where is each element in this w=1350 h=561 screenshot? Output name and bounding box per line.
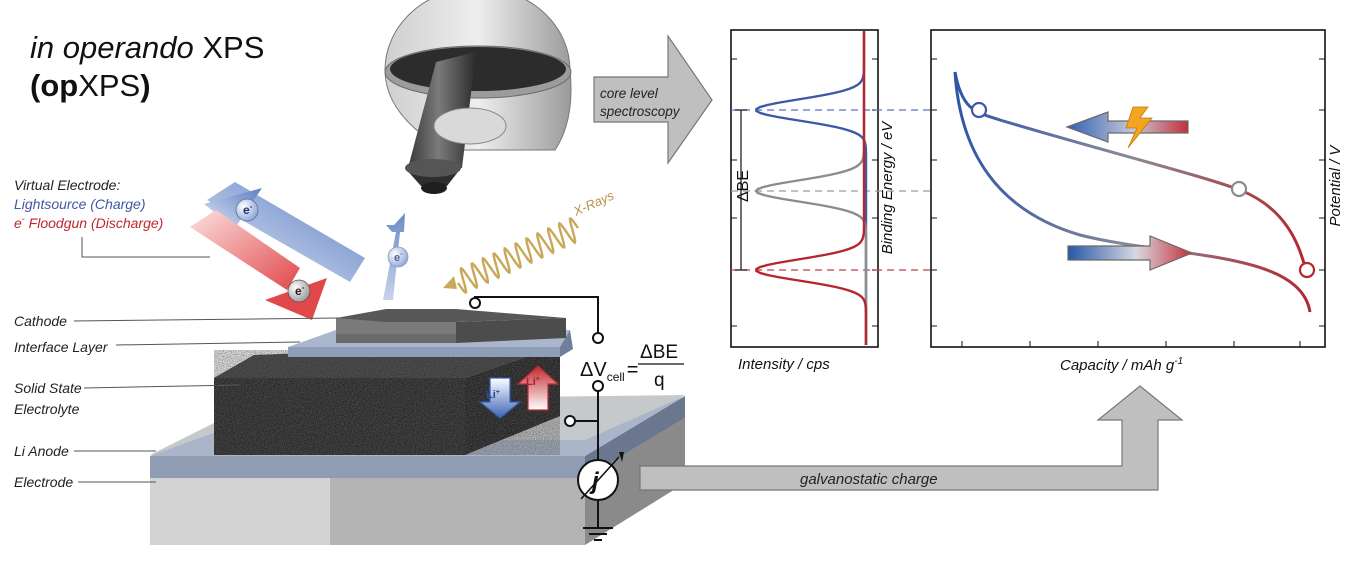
potential-frame — [930, 29, 1326, 348]
circuit-terminal-anode — [564, 415, 576, 427]
circuit-terminal-mid — [592, 380, 604, 392]
potential-xlabel: Capacity / mAh g-1 — [1060, 356, 1183, 374]
electron-lightsource: e- — [235, 198, 259, 222]
galvanostatic-label: galvanostatic charge — [800, 471, 938, 488]
core-level-arrow: core level spectroscopy — [593, 34, 713, 165]
cathode-label: Cathode — [14, 313, 67, 329]
virtual-electrode-leader — [81, 237, 210, 258]
svg-text:q: q — [654, 370, 665, 391]
lightning-icon — [1125, 106, 1153, 149]
circuit-terminal-cathode — [469, 297, 481, 309]
interface-label: Interface Layer — [14, 339, 109, 355]
virtual-electrode-heading: Virtual Electrode: — [14, 177, 120, 193]
discharge-direction-arrow — [1067, 235, 1194, 271]
spectrum-panel: ΔBE Intensity / cps Binding Energy / eV — [730, 29, 1310, 373]
floodgun-label: e- Floodgun (Discharge) — [14, 214, 163, 231]
circuit-terminal-top — [592, 332, 604, 344]
anode-label: Li Anode — [14, 443, 69, 459]
cell-equation: ΔVcell= ΔBE q — [580, 342, 684, 391]
potential-panel: Capacity / mAh g-1 Potential / V — [930, 29, 1344, 374]
spectrum-xlabel: Intensity / cps — [738, 356, 830, 373]
svg-text:Li+: Li+ — [526, 376, 540, 388]
state-point-gray — [1230, 180, 1248, 198]
electrode-label: Electrode — [14, 474, 73, 490]
ammeter: j — [577, 452, 624, 501]
svg-text:ΔBE: ΔBE — [640, 342, 678, 363]
spectrum-red — [755, 31, 868, 345]
li-ion-down-arrow: Li+ — [478, 377, 522, 419]
svg-text:e-: e- — [295, 283, 305, 298]
delta-be-label: ΔBE — [735, 170, 752, 202]
core-level-label-2: spectroscopy — [600, 104, 681, 119]
discharge-curve — [953, 71, 1312, 313]
electron-analyzer — [384, 0, 572, 194]
spectrum-frame — [730, 29, 879, 348]
potential-ylabel: Potential / V — [1327, 144, 1344, 227]
xrays-label: X-Rays — [570, 187, 616, 219]
svg-text:e-: e- — [243, 202, 253, 217]
title-line1: in operando XPS — [30, 30, 264, 65]
svg-text:ΔVcell=: ΔVcell= — [580, 359, 638, 384]
electrolyte-label-2: Electrolyte — [14, 401, 80, 417]
galvanostatic-arrow: galvanostatic charge — [639, 385, 1184, 491]
xray-wave: X-Rays — [443, 187, 617, 294]
electron-floodgun: e- — [287, 279, 311, 303]
electrolyte-label-1: Solid State — [14, 380, 82, 396]
core-level-label-1: core level — [600, 86, 659, 101]
photoelectron-emission: e- — [383, 213, 409, 300]
lightsource-label: Lightsource (Charge) — [14, 196, 146, 212]
li-ion-up-arrow: Li+ — [516, 365, 560, 411]
title-line2: (opXPS) — [30, 68, 151, 103]
battery-stack — [150, 309, 685, 545]
current-symbol: j — [589, 468, 600, 495]
layer-labels: Cathode Interface Layer Solid State Elec… — [14, 313, 339, 490]
state-point-red — [1298, 261, 1316, 279]
svg-text:Li+: Li+ — [486, 389, 500, 401]
state-point-blue — [970, 101, 988, 119]
svg-text:e-: e- — [394, 251, 403, 264]
spectrum-ylabel: Binding Energy / eV — [879, 120, 896, 255]
